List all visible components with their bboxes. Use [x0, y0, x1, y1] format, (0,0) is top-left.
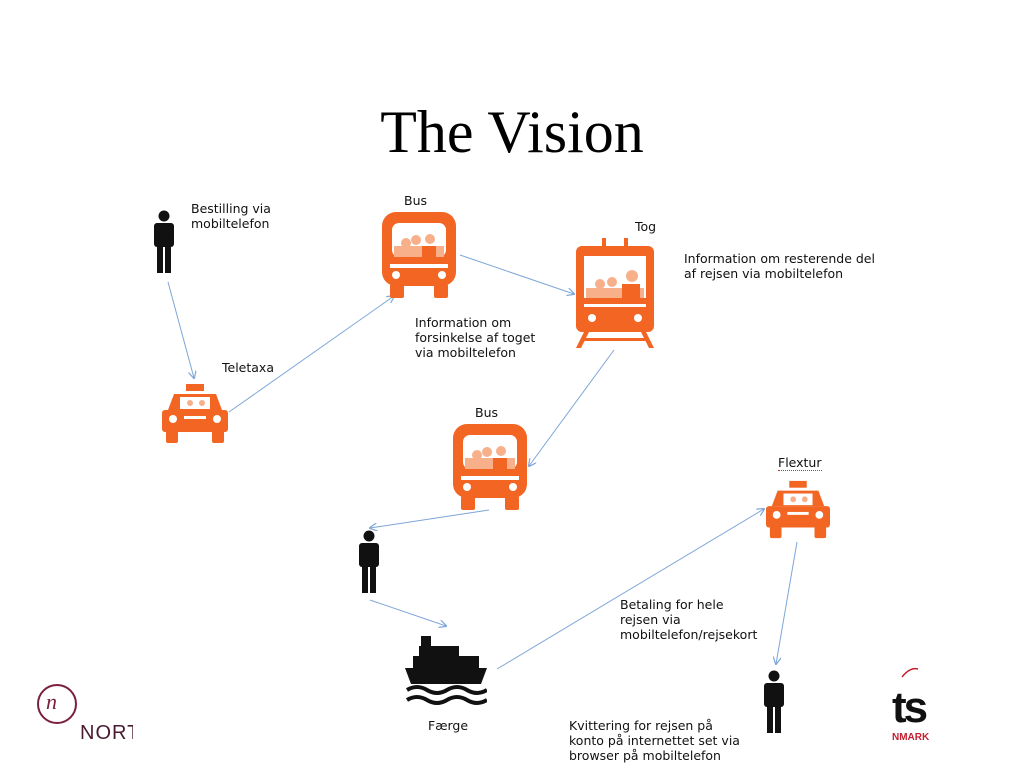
person-icon	[764, 670, 784, 733]
logo-circle	[37, 684, 77, 724]
label-info-resterende: Information om resterende del af rejsen …	[684, 251, 875, 281]
arrow-teletaxa-to-bus	[228, 296, 394, 413]
ferry-icon	[405, 636, 487, 705]
arrow-person-to-teletaxa	[167, 281, 194, 378]
bus-icon	[453, 424, 527, 510]
label-info-forsinkelse: Information om forsinkelse af toget via …	[415, 315, 536, 360]
logo-wordmark: NORT	[80, 722, 133, 744]
signal-icon	[901, 667, 919, 678]
train-icon	[576, 238, 654, 348]
label-bus-2: Bus	[475, 405, 499, 420]
label-tog: Tog	[635, 219, 657, 234]
taxi-icon	[162, 384, 228, 443]
label-teletaxa: Teletaxa	[222, 360, 274, 375]
arrow-flextur-to-person	[776, 541, 798, 664]
logo-ts: ts NMARK	[892, 661, 952, 747]
person-icon	[154, 210, 174, 273]
label-flextur-wrap: Flextur	[778, 455, 822, 471]
arrow-train-to-bus	[529, 349, 615, 466]
arrow-ferry-to-flextur	[496, 509, 764, 670]
logo-monogram: n	[46, 689, 57, 714]
bus-icon	[382, 212, 456, 298]
logo-ts-word: NMARK	[892, 732, 930, 743]
page-title: The Vision	[380, 99, 644, 165]
arrow-person-to-ferry	[369, 599, 446, 626]
label-bestilling: Bestilling via mobiltelefon	[191, 201, 271, 231]
arrow-bus-to-train	[459, 254, 574, 294]
label-bus-1: Bus	[404, 193, 428, 208]
label-betaling: Betaling for hele rejsen via mobiltelefo…	[620, 597, 758, 642]
label-faerge: Færge	[428, 718, 469, 733]
taxi-icon	[766, 480, 830, 539]
logo-ts-mark: ts	[892, 683, 928, 732]
label-kvittering: Kvittering for rejsen på konto på intern…	[569, 718, 740, 763]
label-flextur: Flextur	[778, 455, 822, 471]
person-icon	[359, 530, 379, 593]
arrow-bus-to-person	[370, 509, 490, 528]
logo-nort: n NORT	[37, 684, 133, 746]
